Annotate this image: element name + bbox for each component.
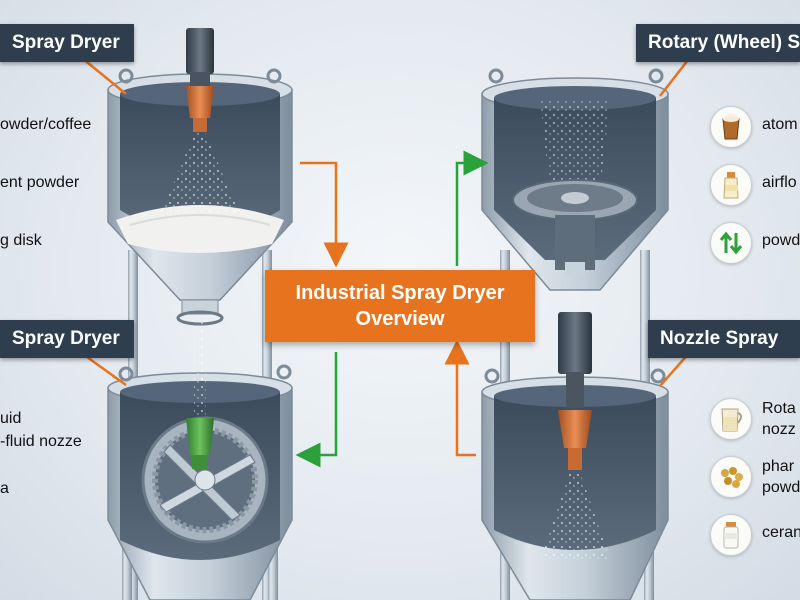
bottom-right-item-1-line-2: nozz <box>762 421 796 438</box>
bottom-right-panel-title: Nozzle Spray <box>648 320 800 358</box>
top-right-vessel <box>481 68 669 450</box>
top-right-item-3: powd <box>762 232 800 249</box>
milk-bottle-icon <box>710 164 752 206</box>
center-title-box: Industrial Spray Dryer Overview <box>265 270 535 342</box>
bottom-left-panel-title: Spray Dryer <box>0 320 134 358</box>
bottom-left-vessel <box>107 330 293 600</box>
center-title-line-2: Overview <box>355 308 445 330</box>
bottom-right-item-1-line-1: Rota <box>762 400 796 417</box>
bottom-left-item-3: a <box>0 480 9 497</box>
bottom-left-item-2: -fluid nozze <box>0 433 82 450</box>
up-down-arrows-icon <box>710 222 752 264</box>
powder-jar-icon <box>710 514 752 556</box>
top-left-item-1: owder/coffee <box>0 116 92 133</box>
top-left-panel-title: Spray Dryer <box>0 24 134 62</box>
bottom-right-item-2-line-2: powd <box>762 479 800 496</box>
top-right-item-2: airflo <box>762 174 797 191</box>
top-right-item-1: atom <box>762 116 798 133</box>
top-right-panel-title: Rotary (Wheel) S <box>636 24 800 62</box>
bottom-left-item-1: uid <box>0 410 22 427</box>
bottom-right-item-2-line-1: phar <box>762 458 795 475</box>
flow-arrows <box>295 150 489 468</box>
granules-icon <box>710 456 752 498</box>
measuring-jug-icon <box>710 398 752 440</box>
top-left-item-3: g disk <box>0 232 42 249</box>
coffee-cup-icon <box>710 106 752 148</box>
bottom-right-vessel <box>481 312 669 600</box>
top-left-vessel <box>107 28 293 600</box>
top-left-item-2: ent powder <box>0 174 80 191</box>
center-title-line-1: Industrial Spray Dryer <box>295 282 505 304</box>
bottom-right-item-3: ceran <box>762 524 800 541</box>
powder-stream-left <box>196 320 206 380</box>
